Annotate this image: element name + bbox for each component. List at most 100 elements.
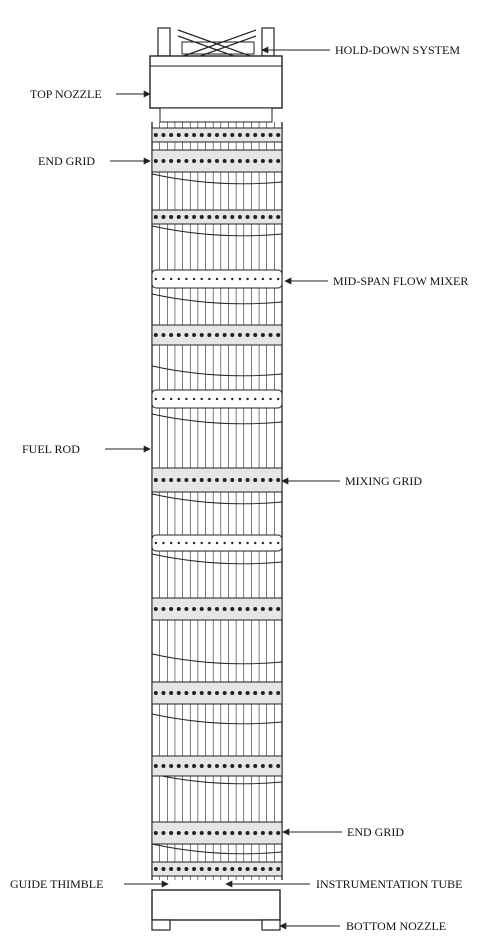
grid-cell-mark [153,691,158,695]
grid-cell-mark [222,215,227,219]
grid-cell-mark [207,764,212,768]
grid-cell-mark [177,397,180,401]
grid-cell-mark [184,867,189,871]
grid-cell-mark [215,541,219,545]
grid-cell-mark [246,541,249,545]
grid-cell-mark [215,333,219,337]
grid-cell-mark [192,607,197,611]
label-instrumentation-tube: INSTRUMENTATION TUBE [316,877,462,891]
grid-cell-mark [192,691,197,695]
grid-cell-mark [276,159,281,163]
grid-cell-mark [245,215,250,219]
grid-cell-mark [192,333,197,337]
grid-cell-mark [268,607,273,611]
grid-cell-mark [200,277,203,281]
grid-cell-mark [199,691,204,695]
grid-cell-mark [246,277,249,281]
grid-cell-mark [276,333,281,337]
grid-cell-mark [162,541,165,545]
grid-cell-mark [230,133,235,137]
grid-cell-mark [245,831,250,835]
grid-cell-mark [245,159,250,163]
grid-cell-mark [176,478,181,482]
grid-cell-mark [261,541,265,545]
grid-cell-mark [260,478,265,482]
label-top-nozzle: TOP NOZZLE [30,87,102,101]
grid-cell-mark [254,397,257,401]
label-hold-down-system: HOLD-DOWN SYSTEM [335,43,460,57]
grid-cell-mark [230,867,235,871]
end-grid [151,127,283,143]
grid-cell-mark [199,133,204,137]
grid-cell-mark [153,764,158,768]
grid-cell-mark [237,333,242,337]
grid-cell-mark [268,133,273,137]
grid-cell-mark [169,691,174,695]
grid-cell-mark [223,277,226,281]
grid-cell-mark [161,831,166,835]
grid-cell-mark [169,277,173,281]
grid-cell-mark [192,215,197,219]
grid-cell-mark [268,159,273,163]
grid-cell-mark [215,478,219,482]
grid-cell-mark [269,277,272,281]
grid-cell-mark [184,607,189,611]
grid-cell-mark [237,478,242,482]
grid-cell-mark [169,764,174,768]
grid-cell-mark [176,691,181,695]
grid-cell-mark [208,277,211,281]
grid-cell-mark [268,831,273,835]
grid-cell-mark [268,867,273,871]
grid-cell-mark [268,478,273,482]
grid-cell-mark [169,215,174,219]
grid-cell-mark [276,215,281,219]
grid-cell-mark [253,215,258,219]
grid-cell-mark [254,541,257,545]
grid-cell-mark [260,867,265,871]
grid-cell-mark [223,541,226,545]
mid-span-flow-mixer-grid [151,389,283,409]
grid-cell-mark [222,764,227,768]
grid-cell-mark [192,478,197,482]
grid-cell-mark [161,607,166,611]
grid-cell-mark [245,133,250,137]
grid-cell-mark [253,764,258,768]
mixing-grid [151,209,283,225]
grid-cell-mark [161,691,166,695]
grid-cell-mark [230,607,235,611]
grid-cell-mark [238,541,242,545]
grid-cell-mark [231,541,234,545]
grid-cell-mark [268,215,273,219]
grid-cell-mark [207,831,212,835]
rod-bow-line [151,773,283,785]
grid-cell-mark [192,159,197,163]
grid-cell-mark [199,831,204,835]
grid-cell-mark [185,541,188,545]
grid-cell-mark [153,159,158,163]
grid-cell-mark [185,397,188,401]
grid-cell-mark [199,607,204,611]
grid-cell-mark [207,333,212,337]
grid-cell-mark [230,159,235,163]
grid-cell-mark [153,215,158,219]
grid-cell-mark [238,277,242,281]
label-end-grid-bottom: END GRID [347,825,404,839]
grid-cell-mark [207,478,212,482]
grid-cell-mark [268,764,273,768]
rod-bow-line [151,553,283,565]
mid-span-flow-mixer-grid [151,269,283,289]
grid-cell-mark [153,333,158,337]
bottom-nozzle-body [151,889,281,921]
grid-cell-mark [260,607,265,611]
grid-cell-mark [245,333,250,337]
grid-cell-mark [215,159,219,163]
grid-cell-mark [192,541,196,545]
mixing-grid [151,467,283,493]
grid-cell-mark [192,831,197,835]
label-mid-span-flow-mixer: MID-SPAN FLOW MIXER [333,274,468,288]
grid-cell-mark [192,277,196,281]
rod-bow-line [151,293,283,305]
grid-cell-mark [222,133,227,137]
top-nozzle [149,55,283,123]
grid-cell-mark [184,133,189,137]
